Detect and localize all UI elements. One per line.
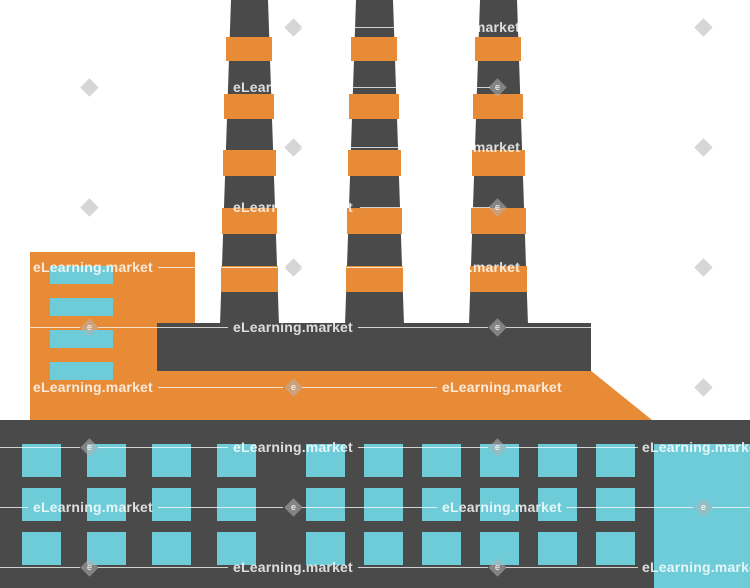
- main-building-windows: [22, 444, 635, 565]
- chimney-left: [220, 0, 279, 325]
- dark-chimney-block: [157, 323, 591, 371]
- chimney-right: [469, 0, 528, 325]
- chimney-middle: [345, 0, 404, 325]
- tall-window-door: [654, 444, 750, 588]
